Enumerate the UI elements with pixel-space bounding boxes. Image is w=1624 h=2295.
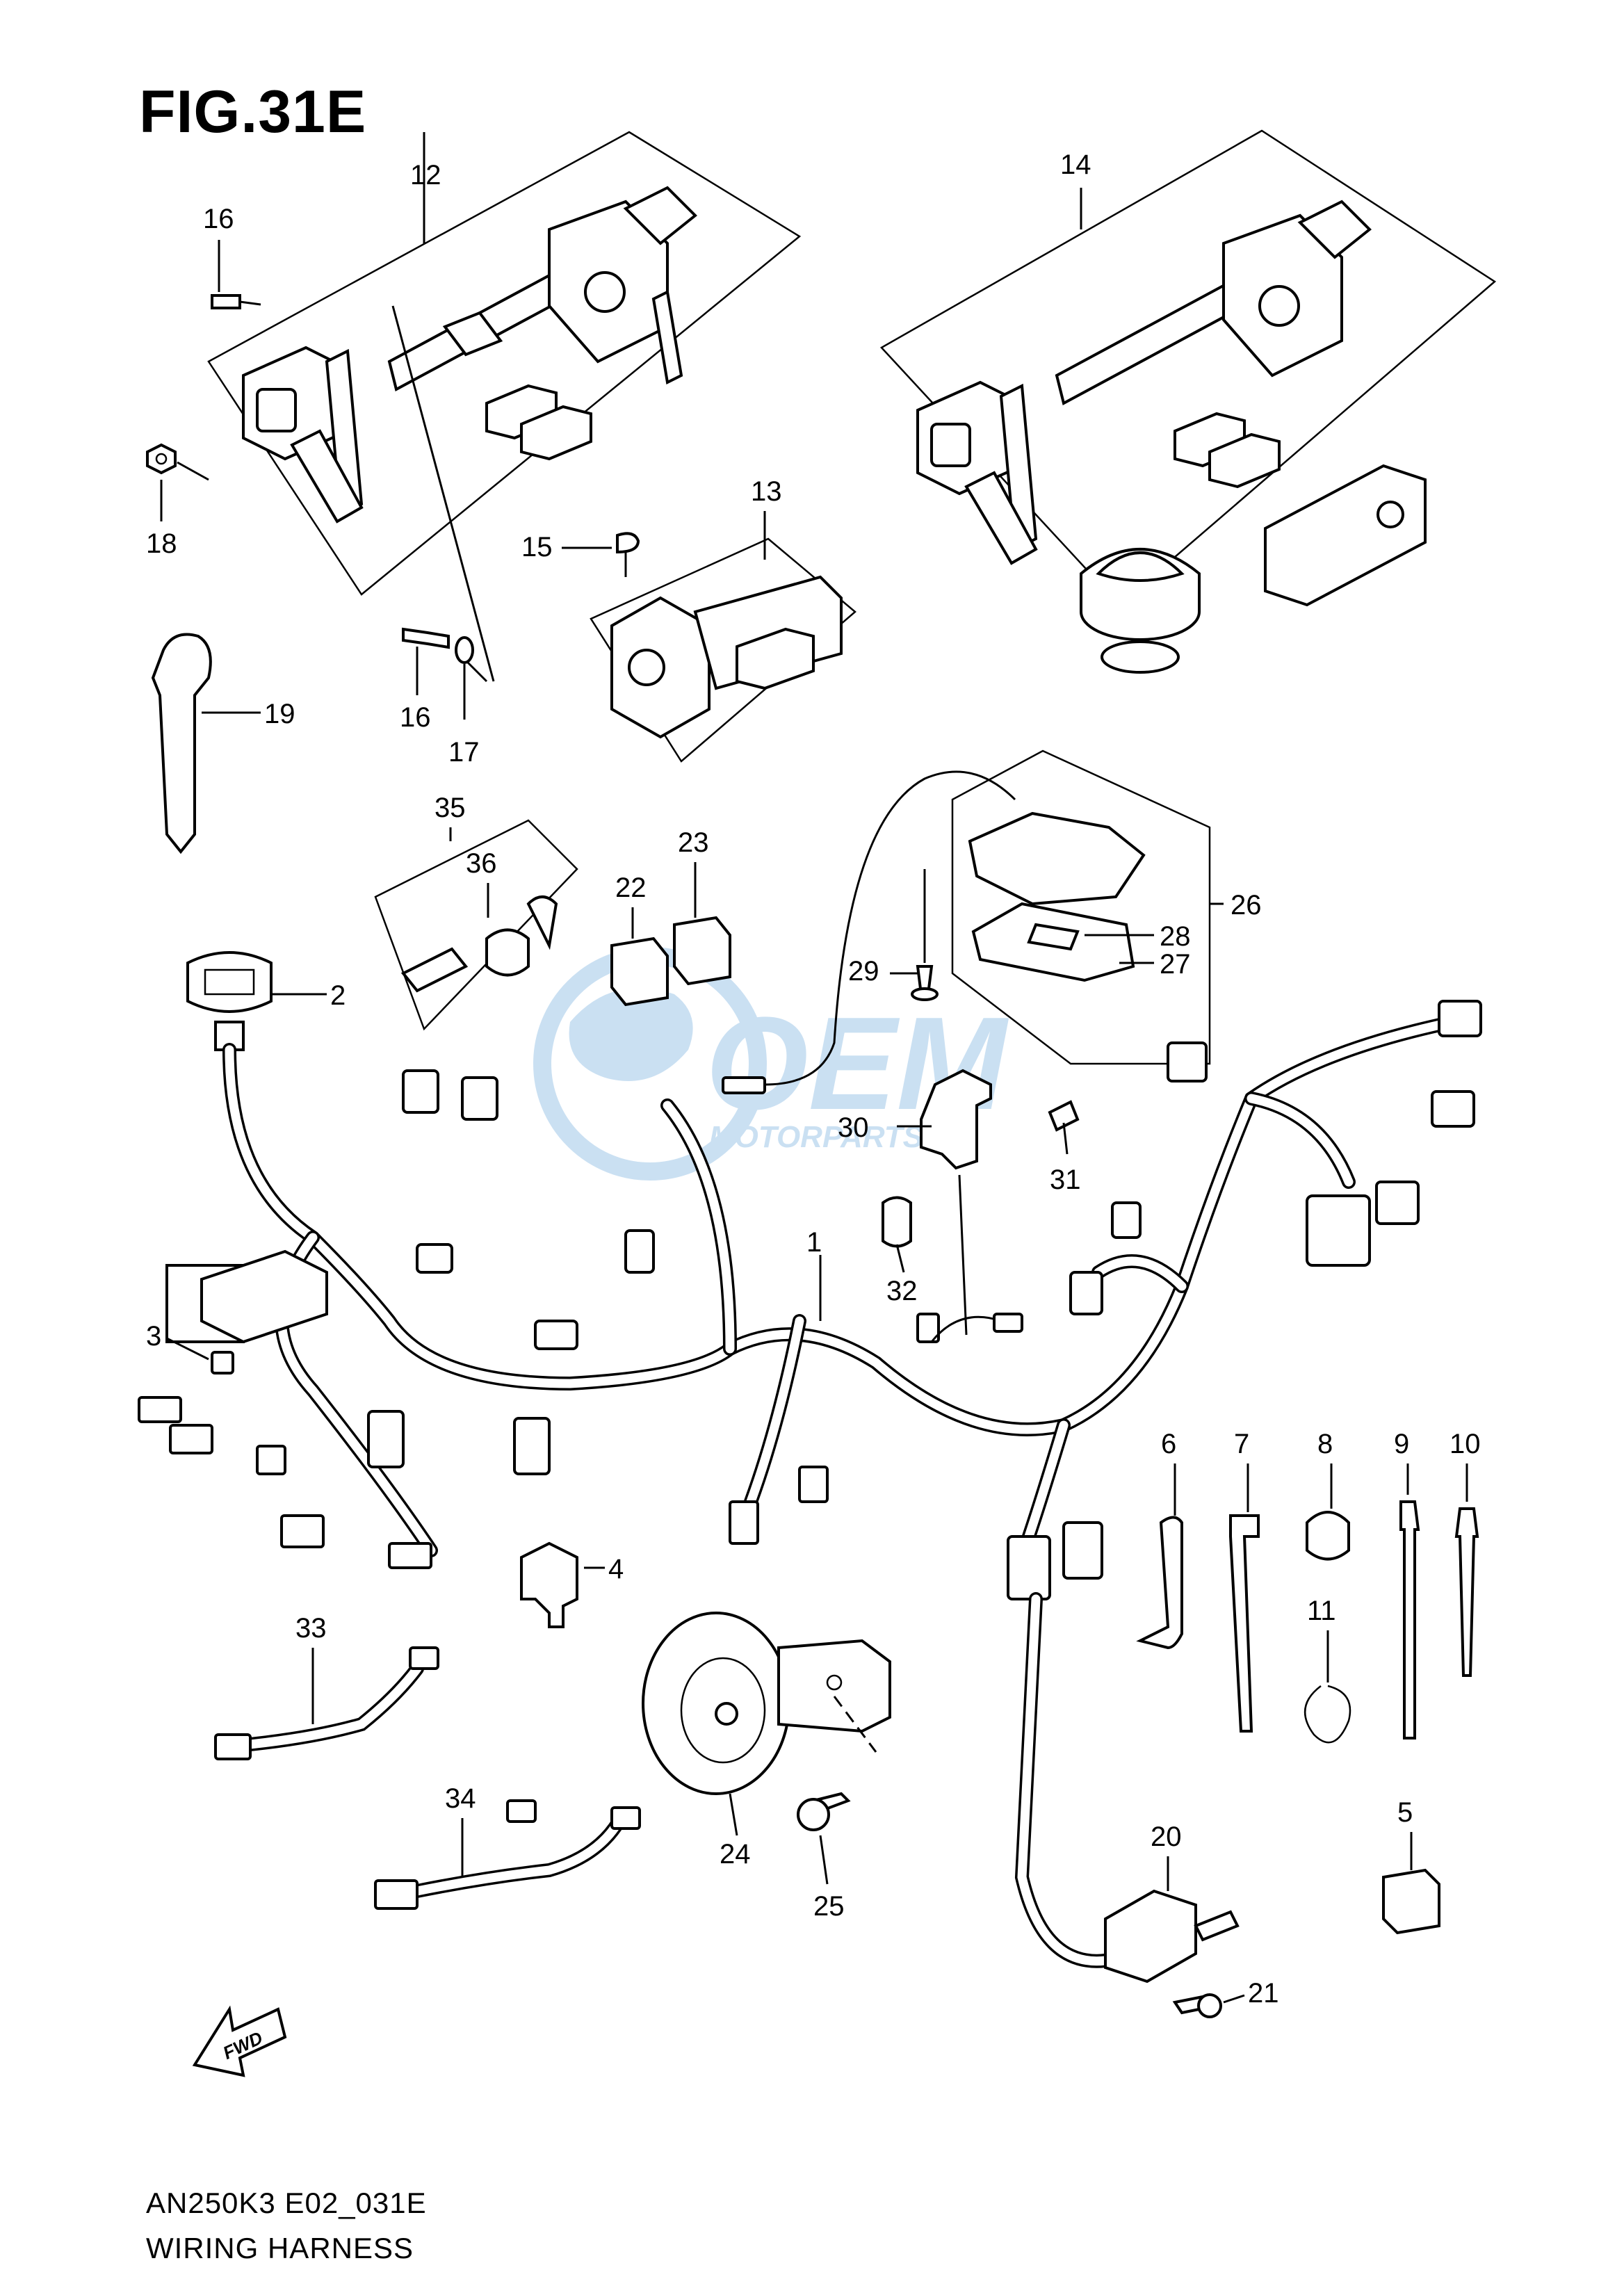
callout-16-bottom: 16 xyxy=(400,702,431,733)
callout-30: 30 xyxy=(838,1112,869,1143)
callout-27: 27 xyxy=(1160,949,1191,980)
model-code: AN250K3 E02_031E xyxy=(146,2187,427,2219)
callout-1: 1 xyxy=(806,1227,822,1258)
callout-31: 31 xyxy=(1050,1165,1081,1195)
fwd-arrow: FWD xyxy=(192,2005,287,2077)
callout-3: 3 xyxy=(146,1321,161,1352)
callout-4: 4 xyxy=(608,1554,624,1584)
callout-18: 18 xyxy=(146,528,177,559)
callout-33: 33 xyxy=(295,1613,327,1644)
callout-36: 36 xyxy=(466,848,497,879)
callout-16-top: 16 xyxy=(203,204,234,234)
callout-13: 13 xyxy=(751,476,782,507)
main-harness-1: 1 xyxy=(138,1000,1482,1600)
callout-25: 25 xyxy=(813,1891,845,1922)
callout-19: 19 xyxy=(264,699,295,729)
callout-22: 22 xyxy=(615,873,647,903)
callout-2: 2 xyxy=(330,980,346,1011)
callout-14: 14 xyxy=(1060,149,1091,180)
callout-12: 12 xyxy=(410,160,441,190)
section-name: WIRING HARNESS xyxy=(146,2232,414,2264)
lock-set-box-14: 14 xyxy=(880,129,1497,674)
callout-5: 5 xyxy=(1397,1797,1413,1828)
callout-23: 23 xyxy=(678,827,709,858)
figure-title: FIG.31E xyxy=(139,79,367,145)
callout-11: 11 xyxy=(1307,1596,1336,1626)
socket-box-35: 35 36 xyxy=(374,793,578,1031)
callout-7: 7 xyxy=(1234,1429,1249,1459)
seat-lock-box-13: 13 xyxy=(590,476,856,763)
callout-28: 28 xyxy=(1160,921,1191,952)
meter-coupler-2: 2 xyxy=(186,951,346,1051)
callout-35: 35 xyxy=(435,793,466,823)
callout-15: 15 xyxy=(521,532,553,562)
key-19: 19 xyxy=(151,633,295,854)
callout-17: 17 xyxy=(448,737,480,768)
callout-20: 20 xyxy=(1151,1822,1182,1852)
callout-21: 21 xyxy=(1248,1978,1279,2009)
callout-24: 24 xyxy=(720,1839,751,1870)
callout-32: 32 xyxy=(886,1276,918,1306)
horn-24: 24 25 xyxy=(642,1612,891,1922)
callout-29: 29 xyxy=(848,956,879,987)
watermark-subtitle: MOTORPARTS xyxy=(709,1120,923,1154)
callout-6: 6 xyxy=(1161,1429,1176,1459)
callout-26: 26 xyxy=(1231,890,1262,921)
lock-set-box-12: 12 xyxy=(207,131,802,683)
callout-9: 9 xyxy=(1394,1429,1409,1459)
callout-8: 8 xyxy=(1317,1429,1333,1459)
control-unit-box-26: 26 28 27 xyxy=(722,749,1262,1094)
callout-10: 10 xyxy=(1450,1429,1481,1459)
callout-34: 34 xyxy=(445,1783,476,1814)
